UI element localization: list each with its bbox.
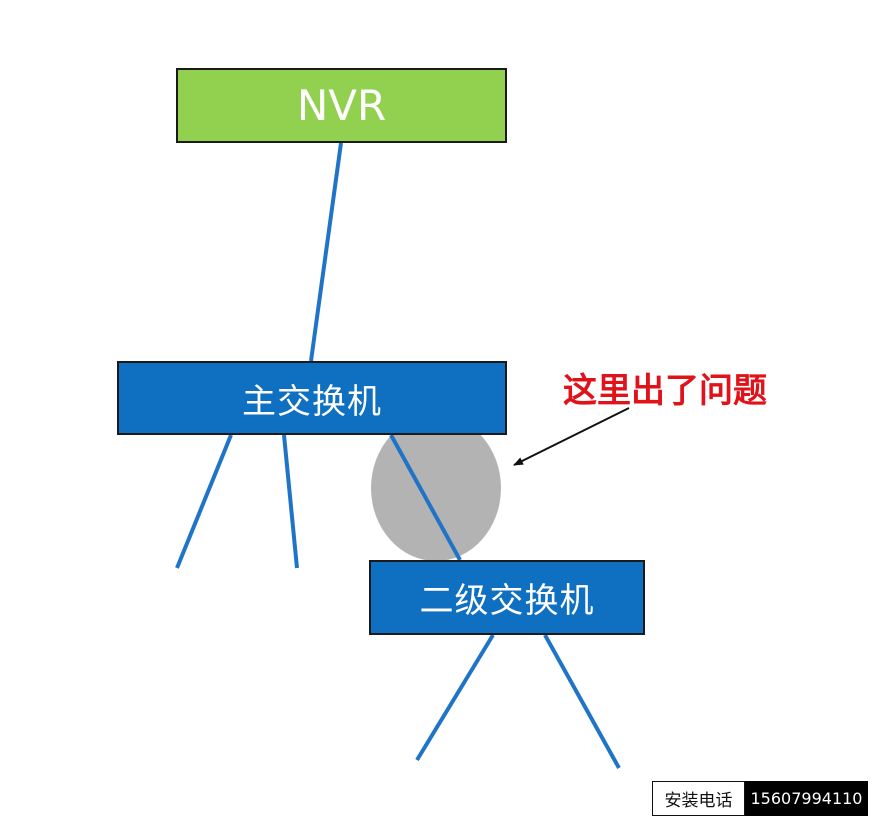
main-switch-node: 主交换机 — [117, 361, 507, 435]
link-nvr-main — [309, 142, 343, 362]
main-switch-label: 主交换机 — [242, 381, 382, 422]
link-sub-downlink-2 — [543, 634, 621, 769]
callout-arrow — [513, 407, 630, 466]
nvr-label: NVR — [296, 81, 387, 130]
link-main-sub — [389, 434, 462, 561]
link-sub-downlink-1 — [415, 633, 495, 762]
install-phone-number: 15607994110 — [745, 781, 868, 816]
install-phone-label: 安装电话 — [652, 781, 745, 816]
link-main-downlink-2 — [282, 434, 299, 569]
sub-switch-label: 二级交换机 — [419, 581, 595, 621]
problem-callout: 这里出了问题 — [563, 371, 767, 411]
problem-marker — [371, 415, 501, 561]
install-phone-banner: 安装电话 15607994110 — [652, 781, 868, 816]
nvr-node: NVR — [176, 68, 507, 143]
link-main-downlink-1 — [175, 434, 233, 569]
sub-switch-node: 二级交换机 — [369, 560, 645, 635]
